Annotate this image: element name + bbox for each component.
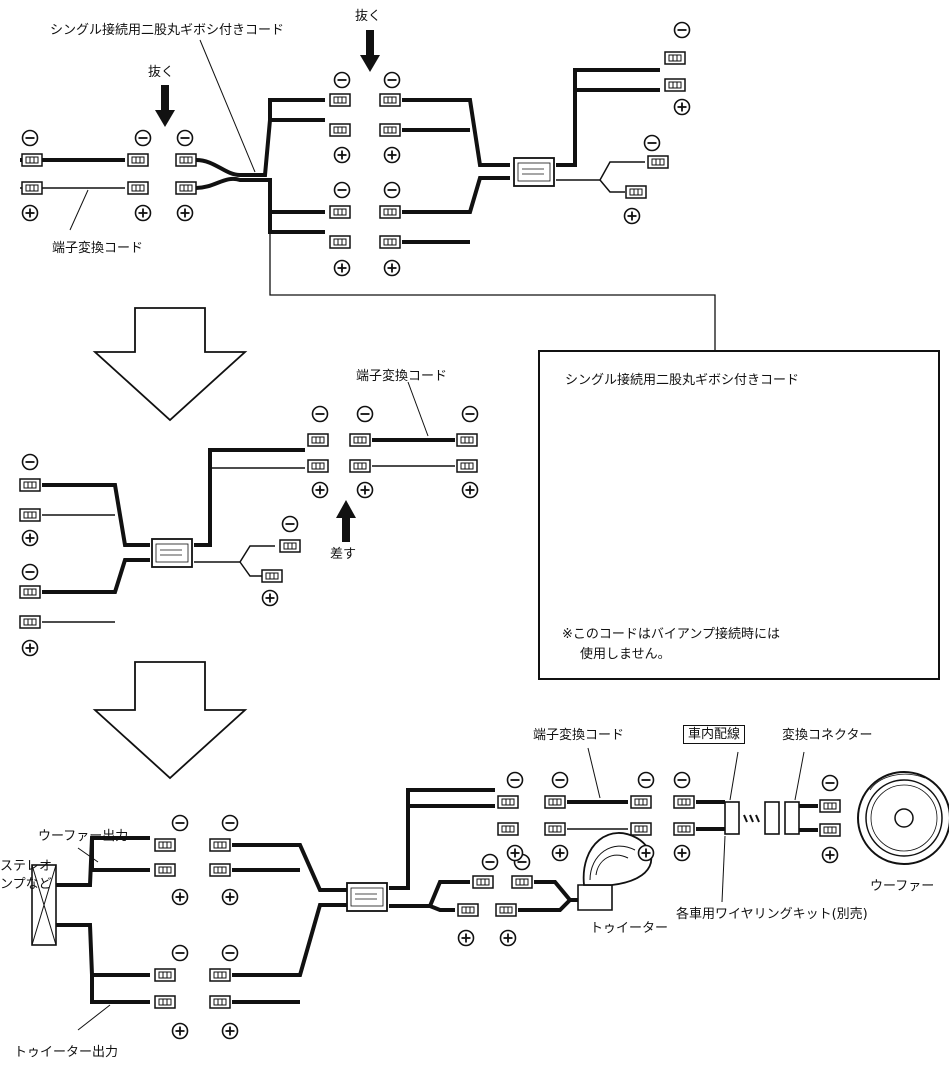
wiring-kit-label: 各車用ワイヤリングキット(別売) (676, 907, 868, 922)
section-top (20, 21, 716, 350)
tweeter-output-label: トゥイーター出力 (14, 1045, 119, 1060)
inset-panel (538, 350, 940, 680)
section-bottom (31, 747, 949, 1040)
car-wiring-label: 車内配線 (683, 725, 746, 744)
terminal-cord-label-top: 端子変換コード (52, 241, 144, 256)
flow-arrow-icon (92, 661, 248, 780)
woofer-label: ウーファー (870, 879, 935, 894)
inset-title: シングル接続用二股丸ギボシ付きコード (565, 373, 800, 388)
terminal-cord-label-mid: 端子変換コード (356, 369, 448, 384)
converter-connector-label: 変換コネクター (782, 728, 873, 743)
tweeter-icon (577, 832, 653, 911)
flow-arrow-icon (92, 307, 248, 422)
pull-label-left: 抜く (148, 65, 175, 80)
inset-note-line1: ※このコードはバイアンプ接続時には (562, 627, 780, 642)
woofer-output-label: ウーファー出力 (38, 829, 129, 844)
tweeter-label: トゥイーター (590, 921, 669, 936)
single-cord-label-top: シングル接続用二股丸ギボシ付きコード (50, 23, 285, 38)
stereo-amp-label-1: ステレオ (0, 859, 53, 874)
speaker-icon (857, 771, 949, 865)
section-middle (19, 381, 479, 657)
stereo-amp-label-2: ンプなど (0, 877, 52, 892)
inset-note-line2: 使用しません。 (580, 647, 671, 662)
terminal-cord-label-bottom: 端子変換コード (533, 728, 625, 743)
down-arrow-icon (155, 85, 175, 127)
down-arrow-icon (360, 30, 380, 72)
amp-icon (31, 864, 57, 946)
up-arrow-icon (336, 500, 356, 542)
pull-label-top: 抜く (355, 9, 382, 24)
insert-label: 差す (330, 547, 357, 562)
